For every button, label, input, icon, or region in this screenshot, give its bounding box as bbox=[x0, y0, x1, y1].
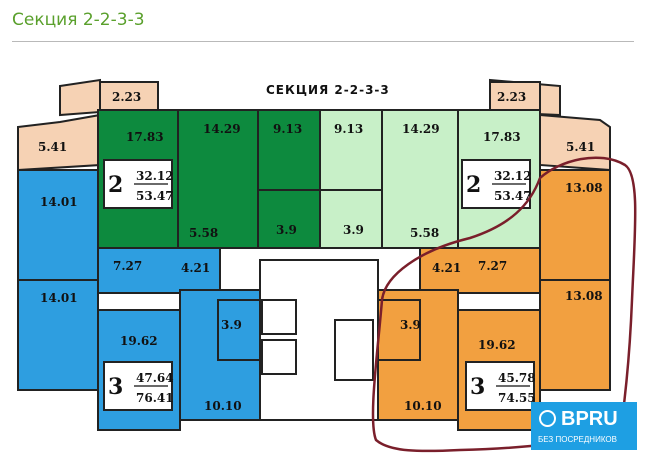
room-area-label: 13.08 bbox=[565, 289, 603, 303]
apartment-rooms: 2 bbox=[108, 172, 123, 198]
balcony-label-box-right bbox=[489, 81, 541, 111]
elevator-2 bbox=[261, 339, 297, 375]
room-area-label: 5.58 bbox=[189, 226, 218, 240]
apartment-total-area: 76.41 bbox=[136, 391, 174, 405]
room-labels: 17.83 14.29 9.13 9.13 14.29 17.83 14.01 … bbox=[40, 122, 603, 413]
room-blue-1 bbox=[17, 169, 99, 281]
page-title: Секция 2-2-3-3 bbox=[12, 10, 145, 30]
balcony-label-box-left bbox=[99, 81, 159, 111]
apartment-living-area: 32.12 bbox=[136, 169, 174, 183]
room-blue-hall bbox=[97, 247, 221, 294]
room-area-label: 10.10 bbox=[404, 399, 442, 413]
stairs bbox=[334, 319, 374, 381]
room-area-label: 17.83 bbox=[126, 130, 164, 144]
room-area-label: 3.9 bbox=[221, 318, 242, 332]
room-light-green-2 bbox=[381, 109, 459, 249]
brand-name: BPRU bbox=[561, 408, 618, 430]
room-light-green-bath bbox=[319, 189, 383, 249]
room-area-label: 14.29 bbox=[203, 122, 241, 136]
title-divider bbox=[12, 41, 634, 42]
room-area-label: 14.01 bbox=[40, 291, 78, 305]
apartment-total-area: 74.55 bbox=[498, 391, 536, 405]
balcony-label: 5.41 bbox=[38, 140, 67, 154]
marker-outline bbox=[371, 156, 637, 453]
room-area-label: 14.29 bbox=[402, 122, 440, 136]
apartment-total-area: 53.47 bbox=[136, 189, 174, 203]
apartment-living-area: 32.12 bbox=[494, 169, 532, 183]
elevator-1 bbox=[261, 299, 297, 335]
balcony-label: 2.23 bbox=[497, 90, 526, 104]
balcony-label: 5.41 bbox=[566, 140, 595, 154]
apartment-living-area: 45.78 bbox=[498, 371, 536, 385]
balcony-labels: 2.23 2.23 5.41 5.41 bbox=[38, 90, 595, 154]
apartment-living-area: 47.64 bbox=[136, 371, 174, 385]
room-orange-hall bbox=[419, 247, 541, 294]
room-blue-2 bbox=[17, 279, 99, 391]
bpru-watermark[interactable]: BPRU БЕЗ ПОСРЕДНИКОВ bbox=[531, 402, 637, 450]
brand-tagline: БЕЗ ПОСРЕДНИКОВ bbox=[538, 435, 617, 444]
room-dark-green-bath bbox=[257, 189, 321, 249]
room-area-label: 10.10 bbox=[204, 399, 242, 413]
room-area-label: 4.21 bbox=[432, 261, 461, 275]
room-area-label: 9.13 bbox=[273, 122, 302, 136]
room-area-label: 19.62 bbox=[478, 338, 516, 352]
room-area-label: 7.27 bbox=[113, 259, 142, 273]
room-area-label: 5.58 bbox=[410, 226, 439, 240]
room-dark-green-2 bbox=[177, 109, 259, 249]
room-area-label: 7.27 bbox=[478, 259, 507, 273]
bpru-logo-icon bbox=[539, 410, 556, 427]
room-area-label: 3.9 bbox=[276, 223, 297, 237]
room-area-label: 4.21 bbox=[181, 261, 210, 275]
room-area-label: 17.83 bbox=[483, 130, 521, 144]
room-area-label: 3.9 bbox=[343, 223, 364, 237]
room-area-label: 14.01 bbox=[40, 195, 78, 209]
balcony-label: 2.23 bbox=[112, 90, 141, 104]
apartment-rooms: 3 bbox=[108, 374, 123, 400]
apartment-total-area: 53.47 bbox=[494, 189, 532, 203]
plan-heading: СЕКЦИЯ 2-2-3-3 bbox=[266, 83, 390, 97]
balcony-top-left bbox=[59, 78, 101, 117]
apartment-summaries: 2 32.12 53.47 2 32.12 53.47 3 47.64 76.4… bbox=[108, 169, 536, 405]
room-area-label: 13.08 bbox=[565, 181, 603, 195]
room-light-green-1 bbox=[319, 109, 383, 191]
room-area-label: 3.9 bbox=[400, 318, 421, 332]
room-area-label: 19.62 bbox=[120, 334, 158, 348]
room-dark-green-3 bbox=[257, 109, 321, 191]
apartment-rooms: 2 bbox=[466, 172, 481, 198]
room-area-label: 9.13 bbox=[334, 122, 363, 136]
apartment-rooms: 3 bbox=[470, 374, 485, 400]
room-orange-2 bbox=[539, 279, 611, 391]
